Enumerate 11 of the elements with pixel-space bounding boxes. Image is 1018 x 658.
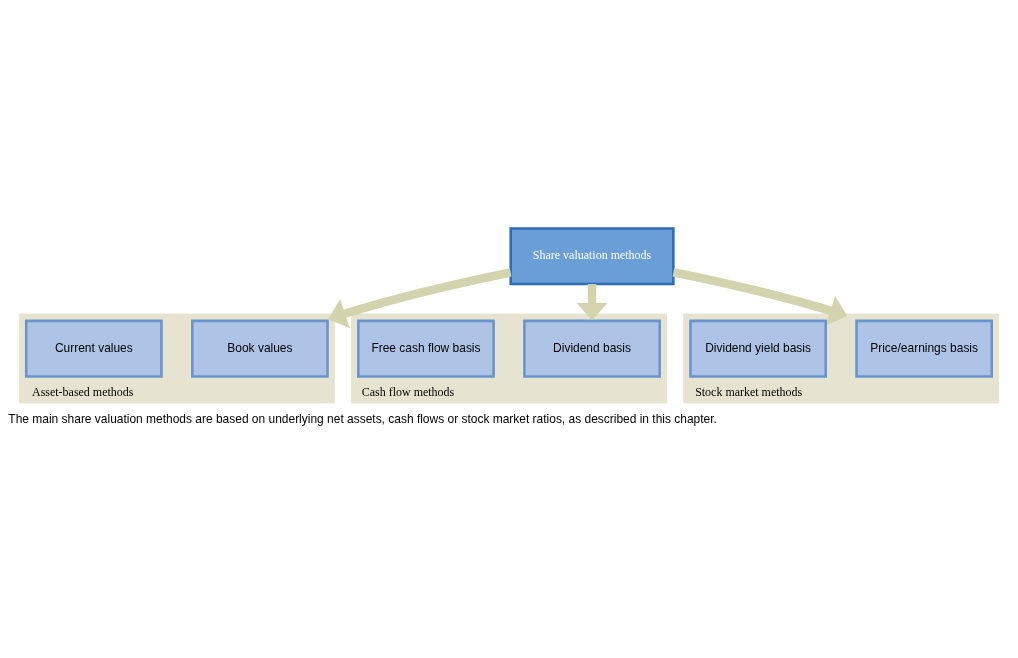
node-box: Share valuation methods bbox=[509, 227, 675, 286]
node-box: Price/earnings basis bbox=[855, 319, 994, 378]
caption: The main share valuation methods are based on underlying net assets, cash flows or stock market ratios, as described in this chapter. bbox=[8, 411, 717, 426]
node-box: Free cash flow basis bbox=[357, 319, 495, 378]
node-box: Book values bbox=[191, 319, 329, 378]
arrow bbox=[328, 268, 512, 329]
node-box: Dividend yield basis bbox=[689, 319, 827, 378]
node-box: Current values bbox=[24, 319, 163, 378]
arrow bbox=[672, 268, 848, 326]
arrow bbox=[576, 284, 608, 321]
node-box: Dividend basis bbox=[523, 319, 661, 378]
